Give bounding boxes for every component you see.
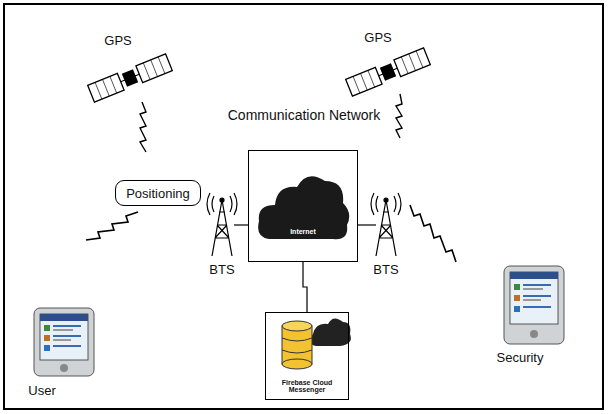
satellite-label: GPS <box>104 33 131 48</box>
satellite-label: GPS <box>364 30 391 45</box>
signal-zigzag <box>410 205 456 262</box>
device-label: User <box>28 383 55 398</box>
tower-label: BTS <box>209 262 234 277</box>
internet-cloud: Internet <box>255 163 351 249</box>
link-line <box>358 224 376 225</box>
frame <box>4 4 603 409</box>
cloud-label: Internet <box>290 228 316 235</box>
tower-label: BTS <box>373 262 398 277</box>
connector <box>303 262 307 312</box>
signal-zigzag <box>86 212 138 240</box>
cloud-shape <box>255 163 351 249</box>
service-label: Firebase Cloud Messenger <box>268 379 346 394</box>
satellite-right <box>346 48 431 96</box>
signal-zigzag <box>396 94 402 138</box>
signal-zigzag <box>140 102 146 152</box>
box-label: Positioning <box>126 186 190 201</box>
rounded-box: Positioning <box>115 180 201 206</box>
phone-user <box>34 308 94 376</box>
phone-security <box>504 266 564 344</box>
group-heading: Communication Network <box>219 107 389 123</box>
satellite-left <box>88 54 173 102</box>
network-box: Communication NetworkInternet <box>248 150 358 262</box>
firebase-box: Firebase Cloud Messenger <box>265 312 349 400</box>
link-line <box>234 224 248 225</box>
database-icon <box>282 318 351 369</box>
device-label: Security <box>497 350 544 365</box>
bts-tower-left <box>207 193 237 256</box>
